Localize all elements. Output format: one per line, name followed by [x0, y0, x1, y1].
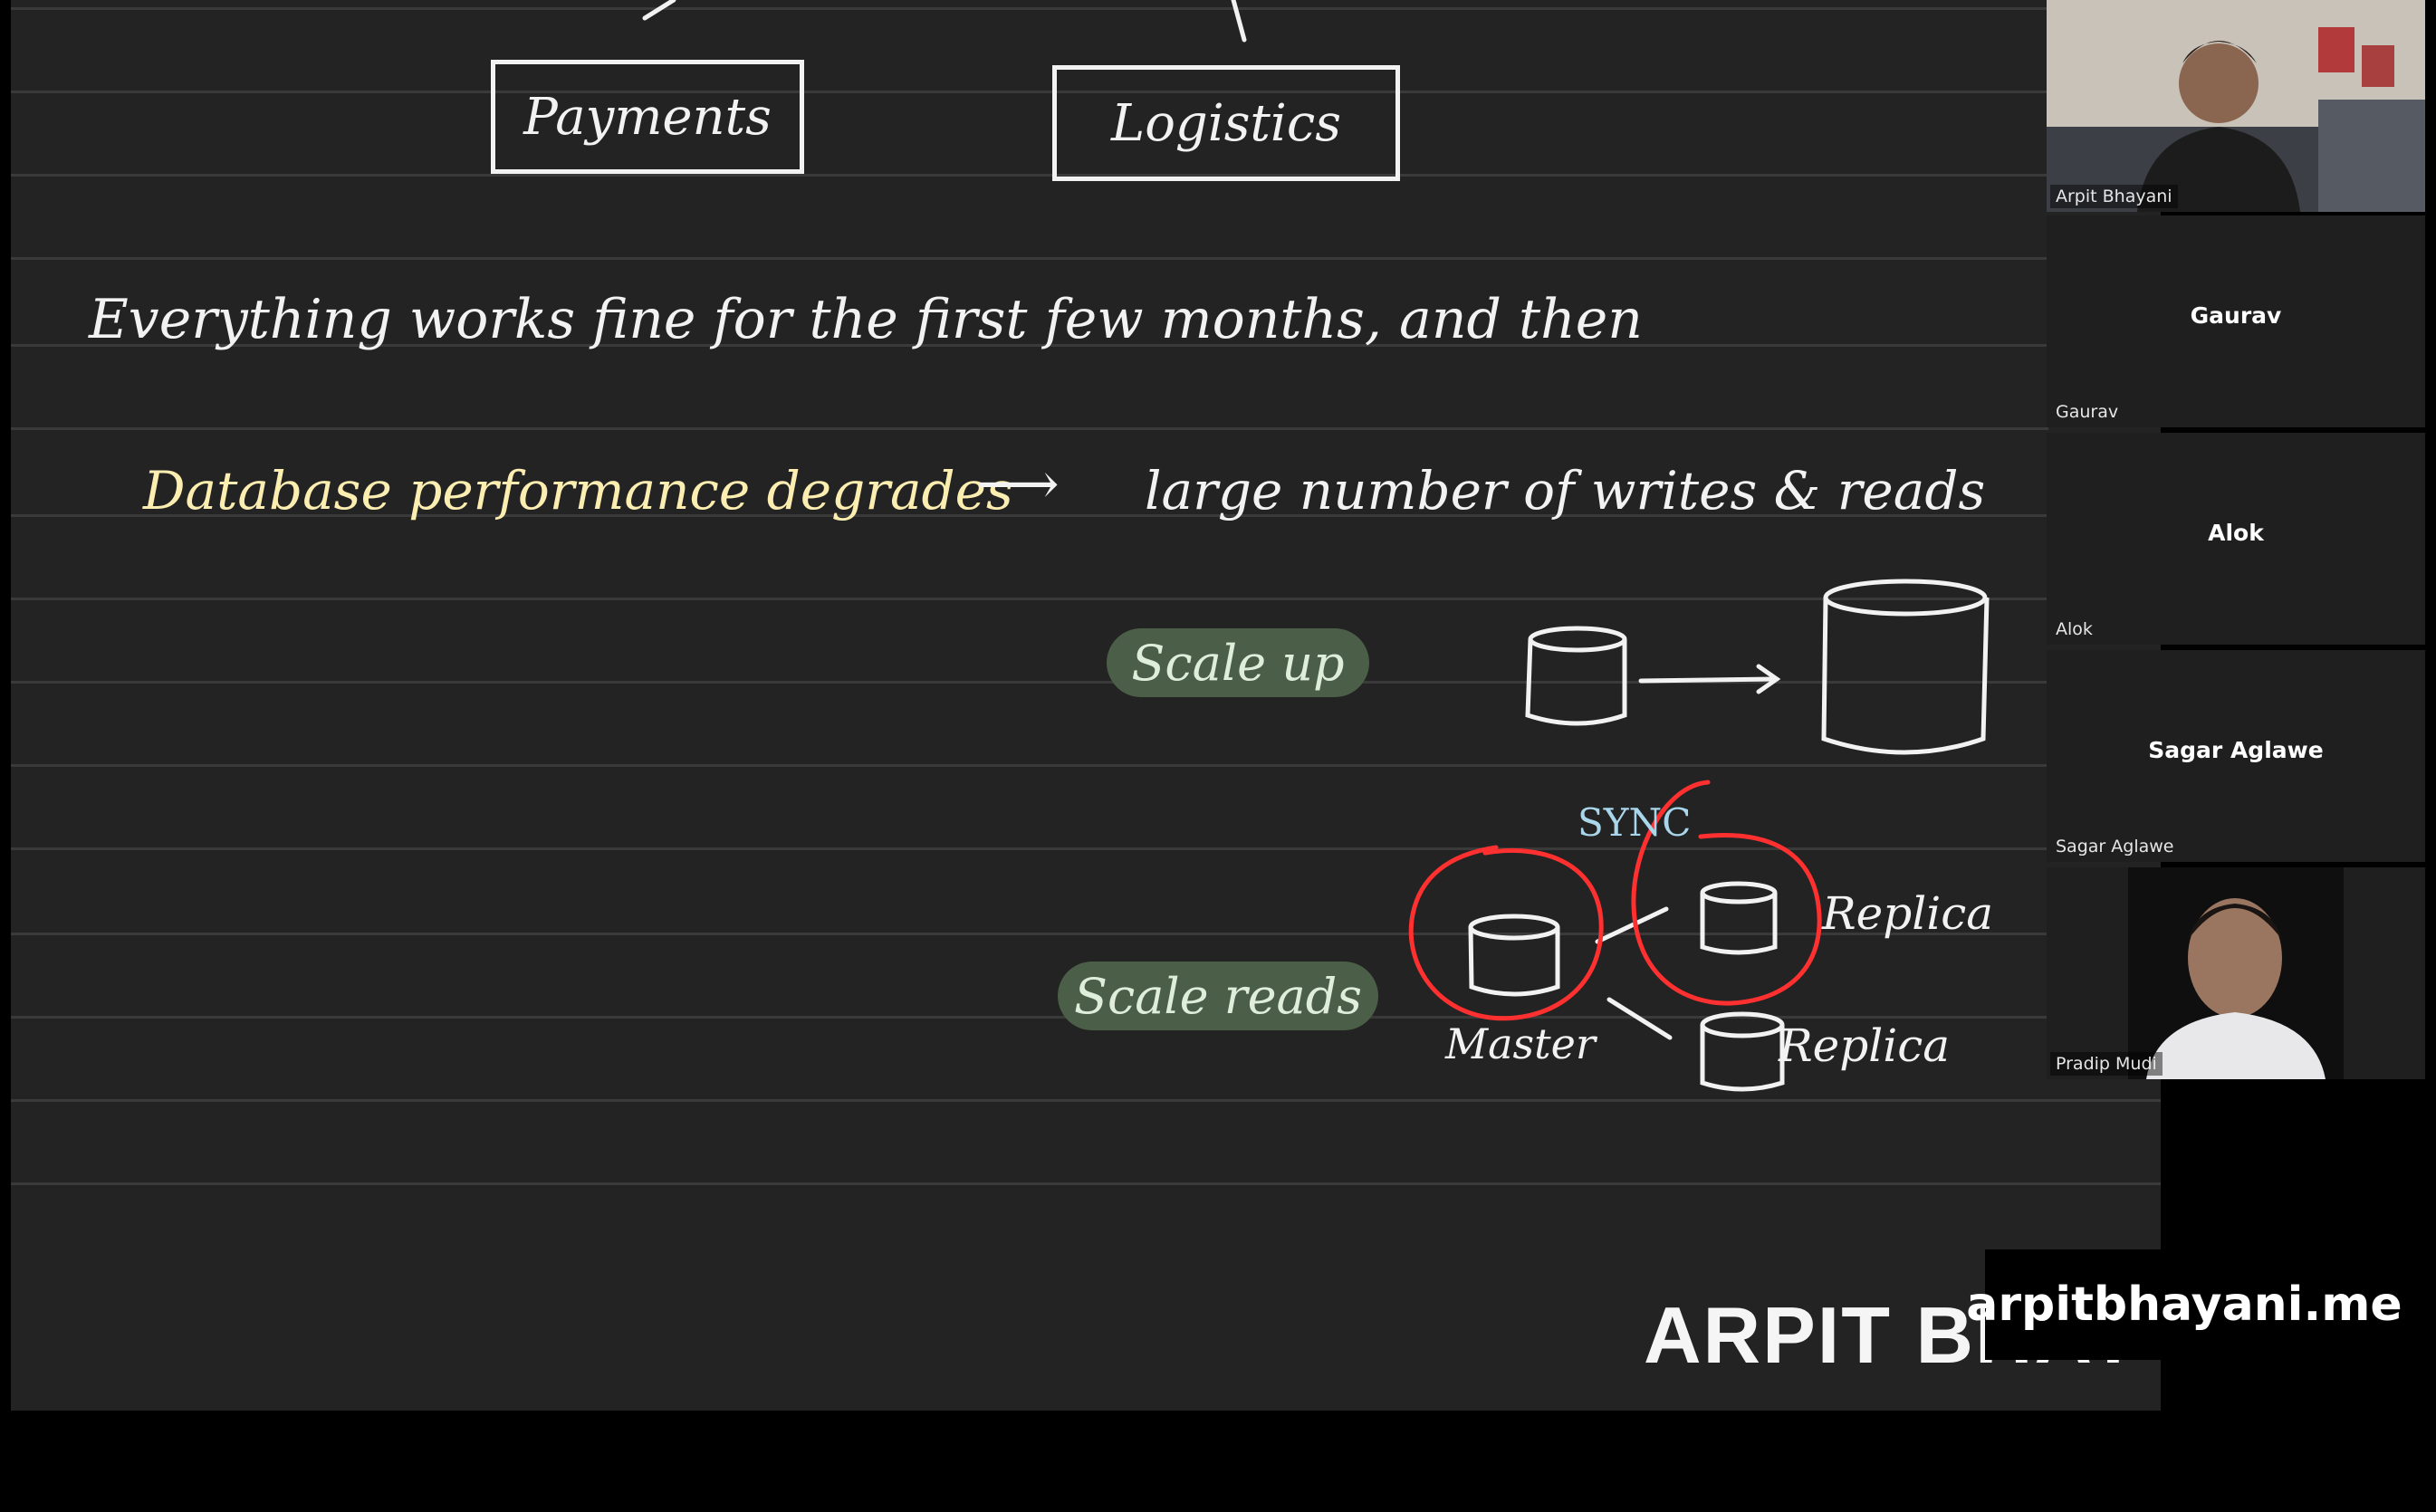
replica-label: Replica	[1822, 887, 1994, 940]
master-database-icon	[1468, 914, 1560, 997]
logistics-box: Logistics	[1052, 65, 1400, 181]
ruled-line	[11, 1182, 2161, 1185]
replica-database-icon	[1700, 1011, 1785, 1092]
ruled-line	[11, 847, 2048, 850]
writes-reads-text: large number of writes & reads	[1145, 460, 1986, 522]
participant-display-name: Gaurav	[2190, 302, 2282, 329]
replication-link-icon	[1595, 906, 1673, 1040]
participant-video	[2128, 867, 2344, 1079]
whiteboard-canvas[interactable]: Payments Logistics Everything works fine…	[11, 0, 2161, 1411]
small-database-icon	[1525, 626, 1627, 726]
website-label: arpitbhayani.me	[1966, 1249, 2402, 1360]
participant-tile-alok[interactable]: Alok Alok	[2047, 433, 2425, 645]
performance-degrades-text: Database performance degrades	[143, 460, 1013, 522]
replica-label: Replica	[1779, 1019, 1951, 1072]
participant-tile-sagar[interactable]: Sagar Aglawe Sagar Aglawe	[2047, 650, 2425, 862]
ruled-line	[11, 7, 2048, 10]
participant-tile-pradip[interactable]: Pradip Mudi	[2047, 867, 2425, 1079]
ruled-line	[11, 1099, 2161, 1102]
large-database-icon	[1821, 579, 1990, 755]
participant-name: Arpit Bhayani	[2050, 185, 2178, 208]
ruled-line	[11, 174, 2048, 177]
arrow-icon	[1638, 664, 1781, 694]
ruled-line	[11, 257, 2048, 260]
ruled-line	[11, 764, 2048, 767]
ruled-line	[11, 344, 2048, 347]
ruled-line	[11, 1016, 2048, 1019]
board-drawings	[642, 0, 1990, 1092]
ruled-line	[11, 514, 2048, 517]
participant-name: Sagar Aglawe	[2056, 837, 2174, 856]
participant-display-name: Sagar Aglawe	[2148, 737, 2324, 763]
ruled-line	[11, 91, 2048, 93]
ruled-line	[11, 681, 2048, 684]
arrow-text: ⟶	[976, 451, 1060, 518]
participant-display-name: Alok	[2208, 520, 2264, 546]
participant-video	[2047, 0, 2425, 212]
scale-up-label: Scale up	[1107, 628, 1369, 697]
scale-reads-label: Scale reads	[1058, 962, 1378, 1030]
replica-database-icon	[1700, 881, 1778, 955]
highlight-circle-icon	[1408, 780, 1822, 1021]
participant-tile-arpit[interactable]: Arpit Bhayani	[2047, 0, 2425, 212]
ruled-line	[11, 598, 2048, 600]
ruled-line	[11, 427, 2048, 430]
narration-line: Everything works fine for the first few …	[89, 288, 1643, 351]
master-label: Master	[1445, 1019, 1596, 1068]
participant-name: Alok	[2056, 619, 2093, 639]
participant-tile-gaurav[interactable]: Gaurav Gaurav	[2047, 215, 2425, 427]
participant-name: Pradip Mudi	[2050, 1052, 2163, 1076]
ruled-line	[11, 933, 2048, 935]
sync-label: SYNC	[1578, 800, 1692, 845]
payments-box: Payments	[491, 60, 804, 174]
participant-name: Gaurav	[2056, 402, 2119, 422]
